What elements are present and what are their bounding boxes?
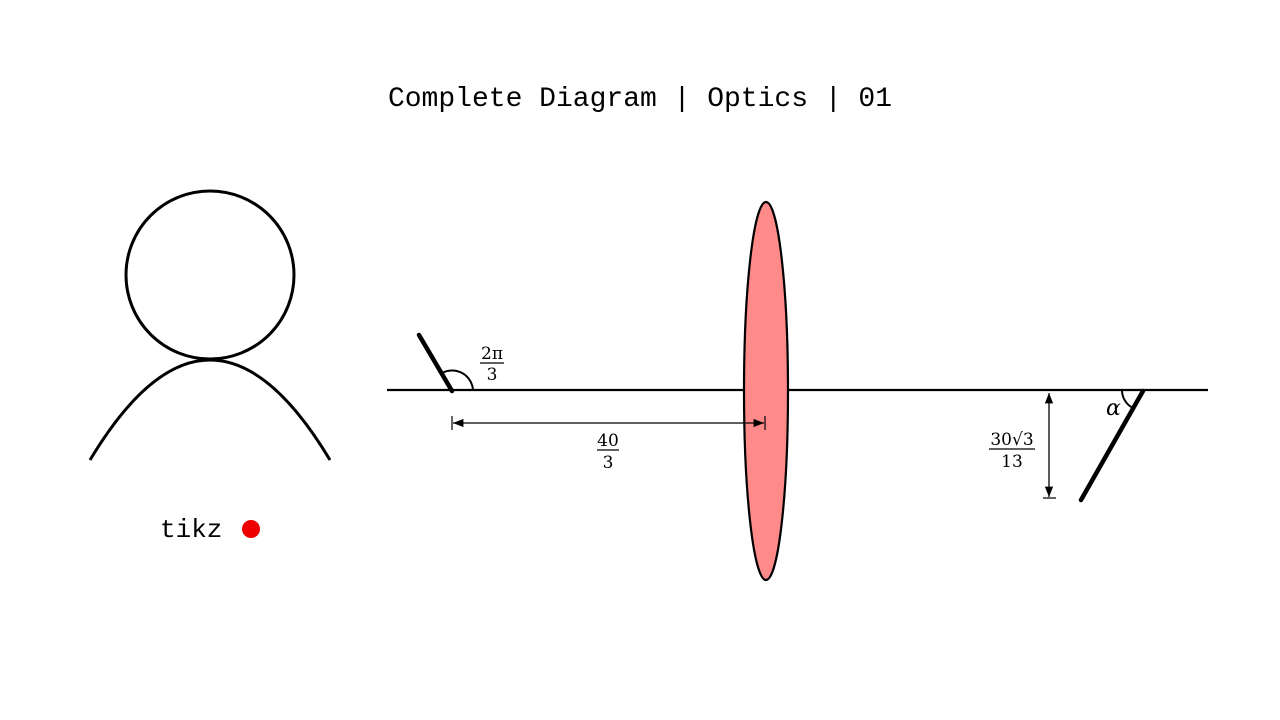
avatar-head — [124, 189, 296, 361]
height-numerator: 30√3 — [990, 430, 1033, 450]
page-title: Complete Diagram | Optics | 01 — [387, 84, 893, 115]
angle-denominator: 3 — [487, 365, 498, 385]
distance-dimension: 40 3 — [451, 416, 766, 473]
distance-denominator: 3 — [603, 453, 614, 473]
avatar-shoulders — [88, 358, 332, 461]
object-rod — [416, 332, 455, 394]
red-dot-icon — [242, 520, 260, 538]
image-rod — [1078, 388, 1146, 503]
convex-lens — [742, 200, 790, 582]
person-avatar-icon — [88, 189, 332, 461]
image-angle-label: α — [1106, 396, 1121, 421]
image-angle-arc — [1121, 390, 1134, 409]
object-angle-label: 2π 3 — [480, 344, 504, 385]
angle-numerator: 2π — [481, 344, 503, 364]
height-denominator: 13 — [1001, 452, 1023, 472]
height-dimension: 30√3 13 — [989, 393, 1056, 499]
tikz-label: tikz — [160, 515, 222, 545]
distance-numerator: 40 — [597, 431, 619, 451]
object-angle-arc — [441, 369, 474, 391]
